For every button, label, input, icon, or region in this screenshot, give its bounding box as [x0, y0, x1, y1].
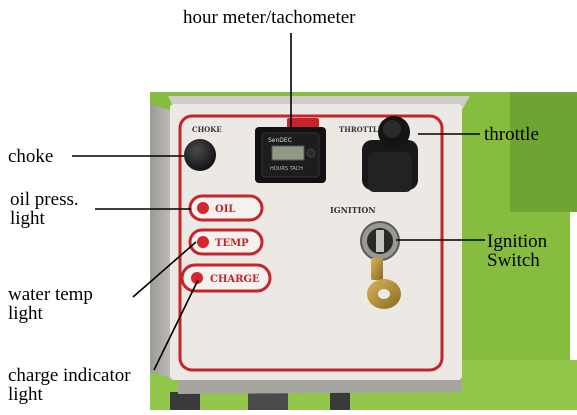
- oil-light-label: OIL: [215, 204, 235, 215]
- ignition-key[interactable]: [367, 258, 401, 309]
- charge-callout-line1: charge indicator: [8, 365, 131, 386]
- leader-lines: [72, 33, 485, 371]
- choke-panel-label: CHOKE: [192, 125, 222, 134]
- ignition-callout-line1: Ignition: [487, 231, 548, 252]
- oil-light: OIL: [188, 194, 264, 222]
- panel-red-border: [178, 114, 444, 372]
- throttle-panel-label: THROTTLE: [339, 125, 383, 134]
- ignition-callout-line2: Switch: [487, 250, 540, 271]
- oil-press-callout: oil press. light: [10, 190, 79, 228]
- choke-callout: choke: [8, 147, 53, 166]
- throttle-callout: throttle: [484, 125, 539, 144]
- temp-light-label: TEMP: [215, 238, 249, 249]
- choke-knob[interactable]: [184, 139, 216, 171]
- ignition-callout: Ignition Switch: [487, 232, 547, 270]
- charge-light: CHARGE: [180, 263, 272, 293]
- temp-light: TEMP: [188, 228, 264, 256]
- water-temp-callout: water temp light: [8, 285, 93, 323]
- meter-brand: SenDEC: [268, 137, 292, 144]
- ignition-panel-label: IGNITION: [330, 205, 376, 215]
- throttle-knob[interactable]: [362, 116, 418, 192]
- water-temp-callout-line1: water temp: [8, 284, 93, 305]
- hour-meter-callout-text: hour meter/tachometer: [183, 7, 356, 28]
- throttle-callout-text: throttle: [484, 124, 539, 145]
- leader-water-temp: [132, 241, 197, 298]
- hour-meter: SenDEC HOURS TACH: [255, 127, 326, 183]
- leader-charge: [153, 279, 199, 371]
- charge-callout: charge indicator light: [8, 366, 131, 404]
- charge-callout-line2: light: [8, 384, 43, 405]
- oil-press-callout-line2: light: [10, 208, 45, 229]
- choke-callout-text: choke: [8, 146, 54, 167]
- meter-display: [271, 145, 305, 161]
- meter-sub: HOURS TACH: [270, 166, 303, 172]
- hour-meter-callout: hour meter/tachometer: [183, 8, 356, 27]
- water-temp-callout-line2: light: [8, 303, 43, 324]
- oil-press-callout-line1: oil press.: [10, 189, 79, 210]
- charge-light-label: CHARGE: [210, 274, 260, 285]
